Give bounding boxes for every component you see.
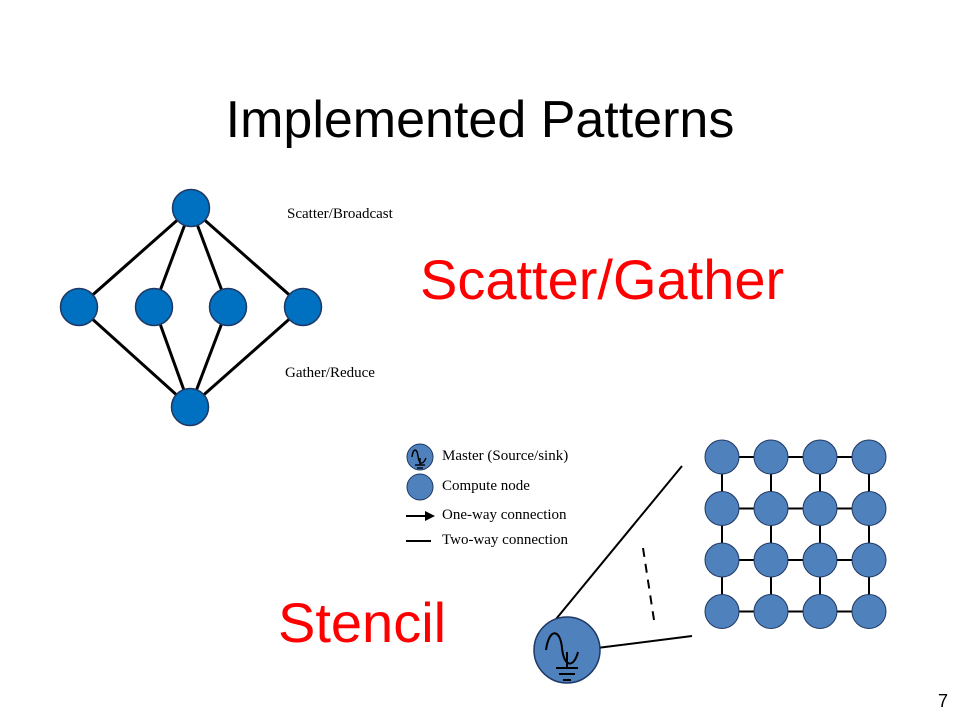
stencil-compute-node-r2-c4 [851, 491, 887, 526]
legend-compute-symbol [406, 473, 434, 501]
edge-top-to-node-1 [78, 206, 192, 309]
master-line-top [546, 465, 683, 631]
stencil-heading: Stencil [278, 591, 447, 654]
source-sink-icon [545, 632, 579, 681]
stencil-compute-node-r3-c3 [802, 542, 838, 578]
compute-node-2 [134, 287, 174, 327]
scatter-gather-diagram [77, 206, 304, 409]
stencil-compute-node-r2-c3 [802, 491, 838, 526]
gather-sink-node [170, 387, 210, 427]
stencil-grid-nodes [704, 439, 887, 629]
edge-node-4-to-bottom [189, 305, 304, 409]
ellipsis-dashes [642, 547, 655, 621]
stencil-compute-node-r1-c2 [753, 439, 789, 475]
legend-source-sink-icon [411, 449, 427, 469]
legend-compute-label: Compute node [442, 478, 530, 494]
scatter-gather-heading: Scatter/Gather [420, 248, 785, 311]
stencil-compute-node-r1-c4 [851, 439, 887, 475]
compute-node-3 [208, 287, 248, 327]
legend-two-way-label: Two-way connection [442, 532, 568, 548]
stencil-compute-node-r1-c3 [802, 439, 838, 475]
stencil-compute-node-r3-c2 [753, 542, 789, 578]
legend-one-way-arrow [406, 511, 435, 521]
slide-title: Implemented Patterns [225, 91, 735, 149]
scatter-source-node [171, 188, 211, 228]
stencil-compute-node-r4-c4 [851, 594, 887, 629]
stencil-compute-node-r3-c4 [851, 542, 887, 578]
compute-node-1 [59, 287, 99, 327]
stencil-compute-node-r2-c2 [753, 491, 789, 526]
legend-master-label: Master (Source/sink) [442, 448, 569, 464]
edge-top-to-node-4 [190, 206, 304, 309]
stencil-compute-node-r4-c1 [704, 594, 740, 629]
stencil-compute-node-r3-c1 [704, 542, 740, 578]
master-node-circle [533, 616, 601, 684]
legend-one-way-label: One-way connection [442, 507, 567, 523]
page-number: 7 [937, 691, 948, 711]
master-connections [546, 465, 693, 649]
scatter-broadcast-label: Scatter/Broadcast [287, 206, 393, 222]
legend-master-symbol [406, 443, 434, 471]
stencil-grid-edges [721, 456, 870, 613]
stencil-compute-node-r4-c2 [753, 594, 789, 629]
stencil-compute-node-r4-c3 [802, 594, 838, 629]
gather-reduce-label: Gather/Reduce [285, 365, 375, 381]
stencil-compute-node-r1-c1 [704, 439, 740, 475]
compute-node-4 [283, 287, 323, 327]
stencil-compute-node-r2-c1 [704, 491, 740, 526]
scatter-gather-nodes [59, 188, 323, 427]
master-line-bottom [596, 635, 693, 649]
edge-node-1-to-bottom [77, 305, 192, 409]
master-node [533, 616, 601, 684]
